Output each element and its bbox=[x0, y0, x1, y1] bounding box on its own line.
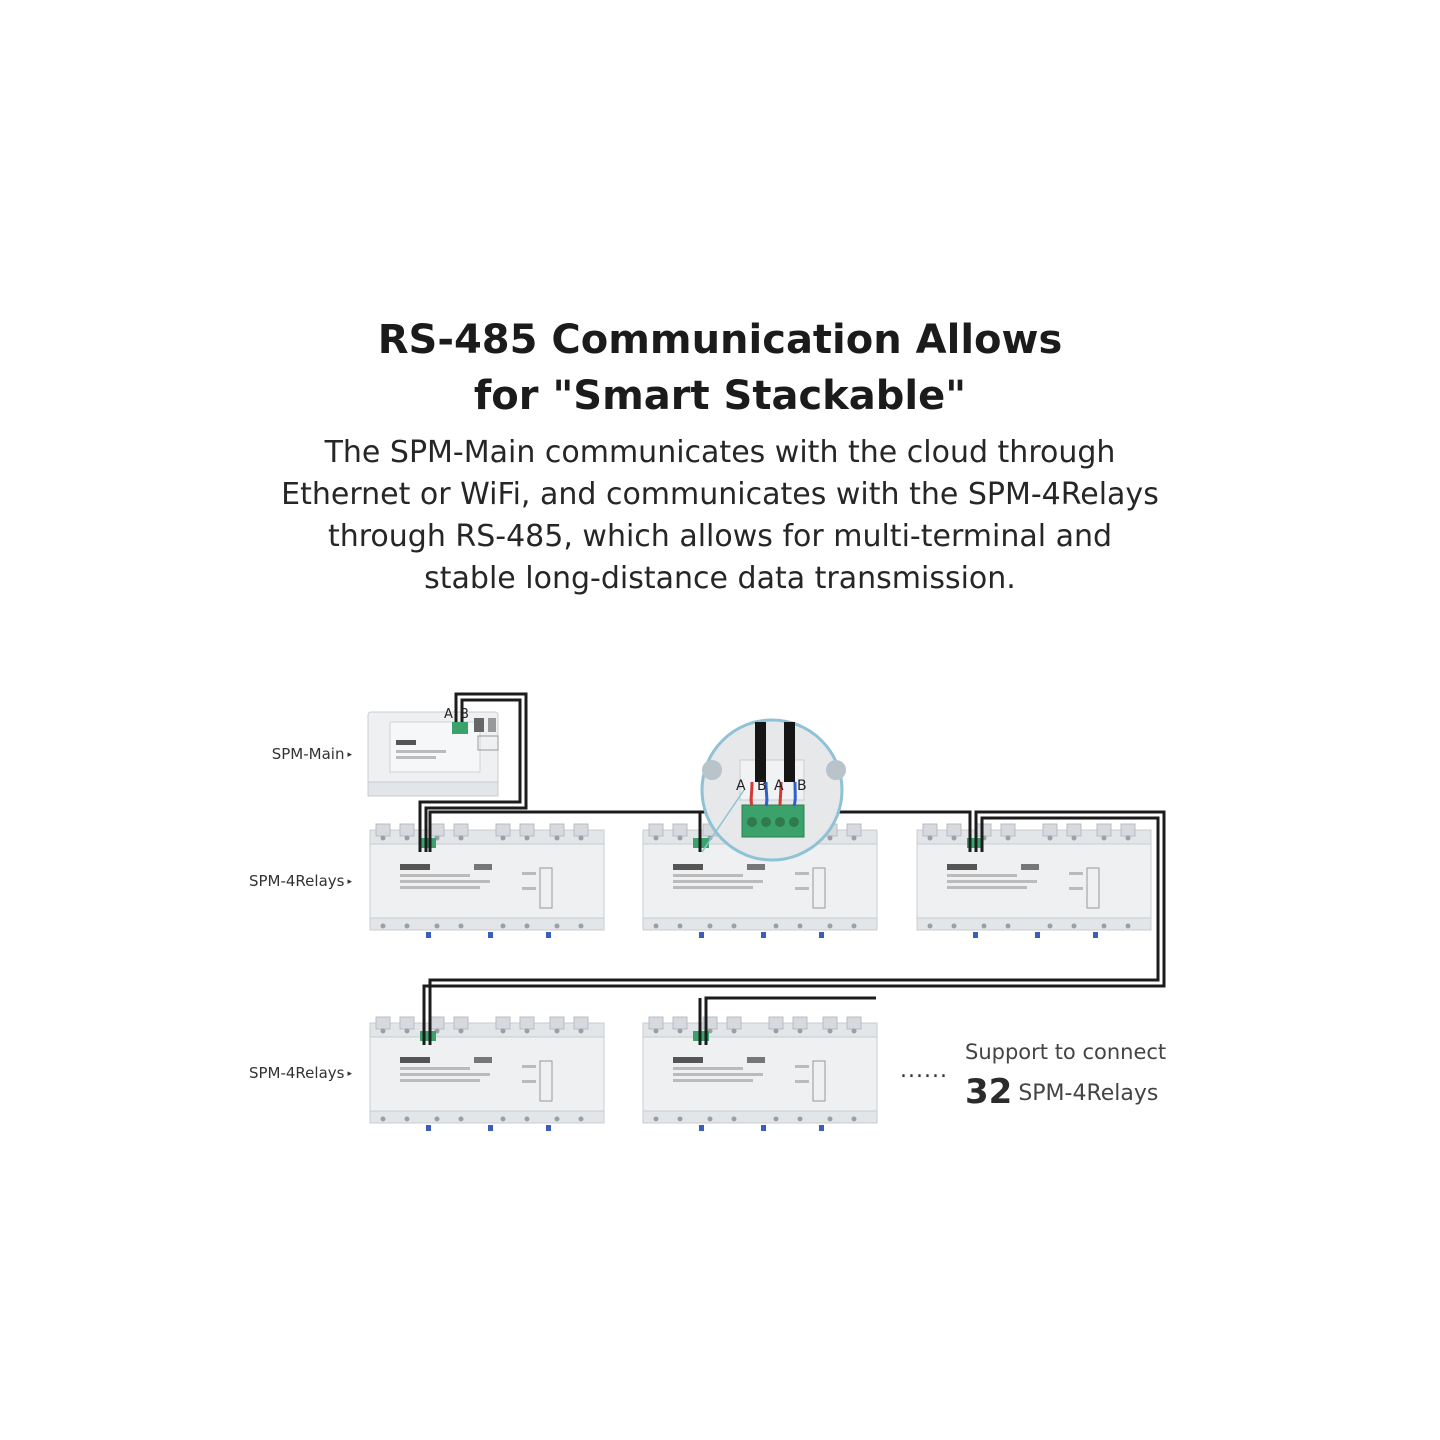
arrow-right-icon: ▸ bbox=[347, 749, 352, 760]
support-caption: Support to connect bbox=[965, 1040, 1167, 1064]
description-line-2: Ethernet or WiFi, and communicates with … bbox=[281, 477, 1159, 512]
support-unit: SPM-4Relays bbox=[1018, 1081, 1159, 1106]
label-spm-4relays-row-2: SPM-4Relays▸ bbox=[202, 1064, 352, 1082]
spm-main-device bbox=[367, 711, 499, 797]
description: The SPM-Main communicates with the cloud… bbox=[0, 432, 1440, 600]
label-spm-main-text: SPM-Main bbox=[271, 745, 345, 763]
description-line-3: through RS-485, which allows for multi-t… bbox=[327, 519, 1113, 554]
spm-4relays-device-1 bbox=[369, 823, 605, 939]
main-terminal-b: B bbox=[460, 707, 469, 722]
zoom-terminal-a1: A bbox=[736, 778, 746, 794]
arrow-right-icon: ▸ bbox=[347, 876, 352, 887]
title-line-1: RS-485 Communication Allows bbox=[377, 317, 1063, 363]
spm-4relays-device-5 bbox=[642, 1016, 878, 1132]
label-spm-4relays-row-2-text: SPM-4Relays bbox=[248, 1064, 345, 1082]
description-line-1: The SPM-Main communicates with the cloud… bbox=[324, 435, 1116, 470]
support-count: 32 bbox=[965, 1072, 1013, 1112]
zoom-terminal-b1: B bbox=[757, 778, 767, 794]
spm-4relays-device-4 bbox=[369, 1016, 605, 1132]
label-spm-4relays-row-1: SPM-4Relays▸ bbox=[202, 872, 352, 890]
spm-4relays-device-3 bbox=[916, 823, 1152, 939]
main-terminal-a: A bbox=[444, 707, 453, 722]
terminal-zoom-detail bbox=[700, 718, 846, 862]
arrow-right-icon: ▸ bbox=[347, 1068, 352, 1079]
description-line-4: stable long-distance data transmission. bbox=[424, 561, 1016, 596]
title-line-2: for "Smart Stackable" bbox=[473, 373, 967, 419]
label-spm-main: SPM-Main▸ bbox=[202, 745, 352, 763]
page-title: RS-485 Communication Allows for "Smart S… bbox=[0, 312, 1440, 424]
label-spm-4relays-row-1-text: SPM-4Relays bbox=[248, 872, 345, 890]
zoom-terminal-b2: B bbox=[797, 778, 807, 794]
zoom-terminal-a2: A bbox=[774, 778, 784, 794]
continuation-ellipsis: ...... bbox=[900, 1058, 948, 1083]
